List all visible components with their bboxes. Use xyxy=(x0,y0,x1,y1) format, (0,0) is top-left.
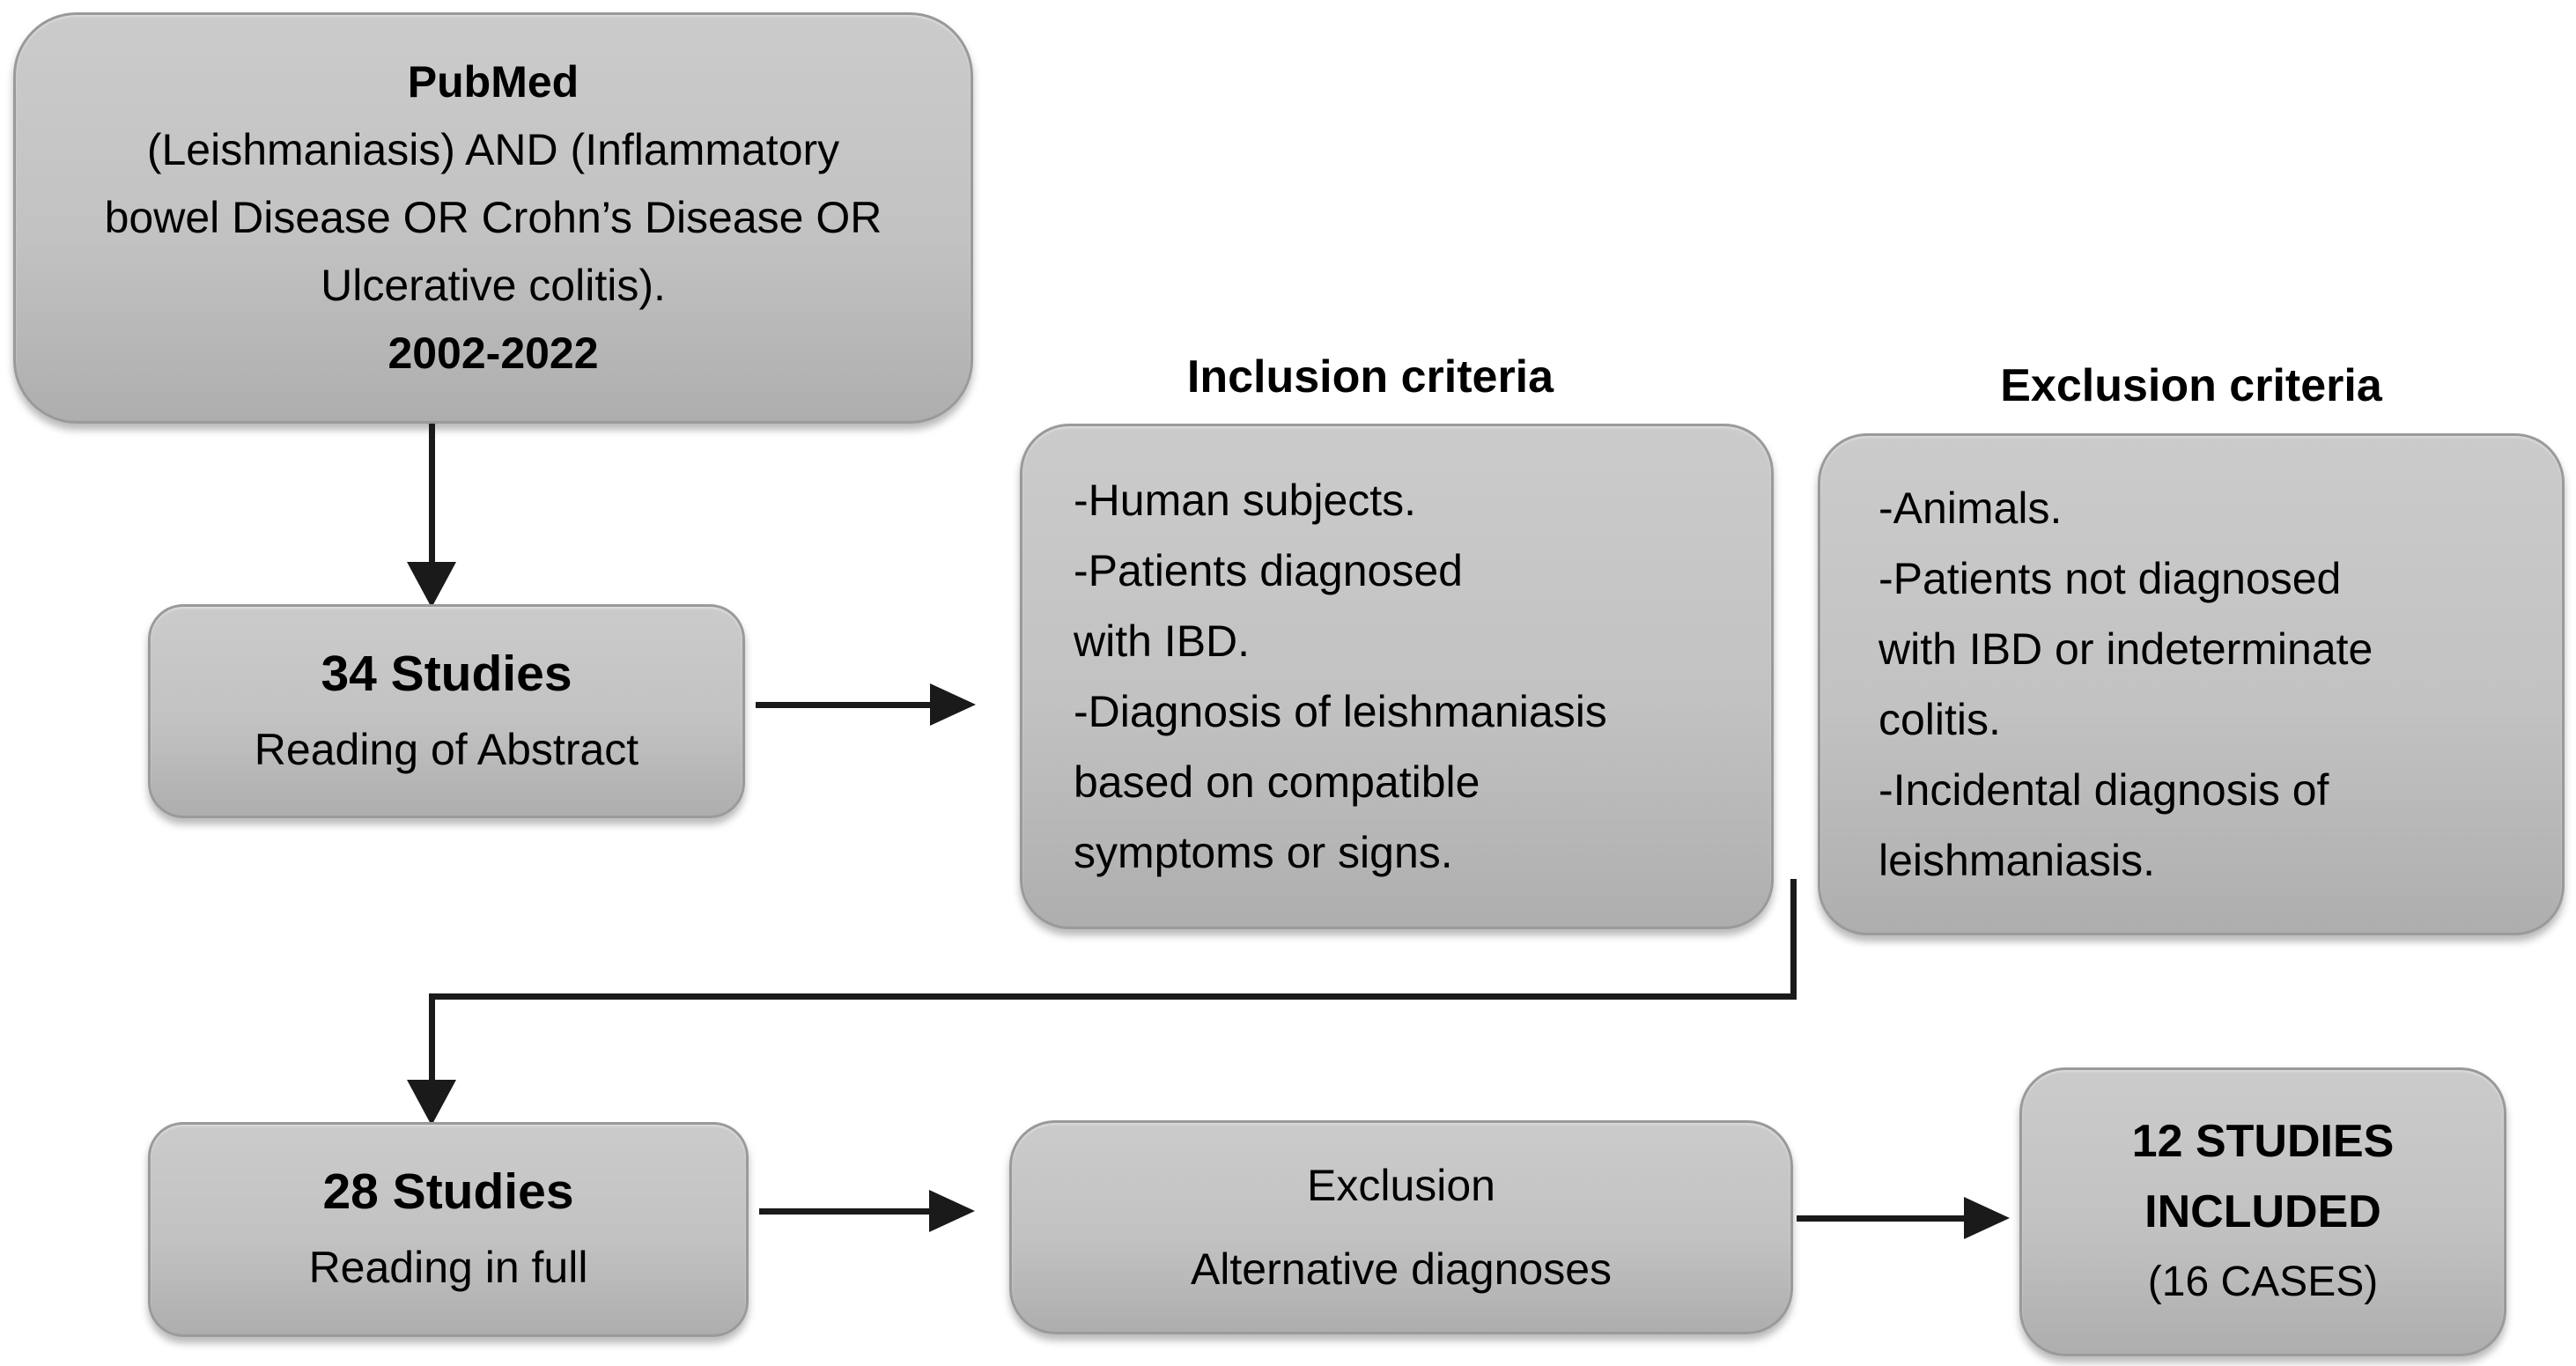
exclusion-item: -Incidental diagnosis of xyxy=(1878,765,2329,815)
exclusion-item: colitis. xyxy=(1878,695,2001,744)
criteria-elbow-horizontal-segment xyxy=(429,993,1797,1000)
node-inclusion-criteria: -Human subjects. -Patients diagnosed wit… xyxy=(1020,424,1774,929)
28studies-to-exclusionstep-arrow-line xyxy=(759,1208,931,1215)
inclusion-item: -Patients diagnosed xyxy=(1074,546,1463,595)
exclusionstep-to-included-arrowhead xyxy=(1964,1197,2010,1239)
elbow-to-28studies-arrowhead xyxy=(407,1080,456,1126)
node-exclusion-criteria: -Animals. -Patients not diagnosed with I… xyxy=(1818,433,2565,935)
node-pubmed-query: PubMed (Leishmaniasis) AND (Inflammatory… xyxy=(13,12,973,424)
criteria-elbow-vertical-segment xyxy=(1790,879,1797,1000)
inclusion-criteria-heading: Inclusion criteria xyxy=(1186,351,1554,402)
exclusion-step-title: Exclusion xyxy=(1307,1160,1495,1210)
pubmed-title: PubMed xyxy=(407,57,579,107)
exclusion-item: -Animals. xyxy=(1878,484,2063,533)
elbow-to-28studies-arrow-line xyxy=(429,993,435,1083)
node-exclusion-alternative-diagnoses: Exclusion Alternative diagnoses xyxy=(1009,1120,1793,1334)
included-cases-count: (16 CASES) xyxy=(2147,1259,2379,1305)
node-12-studies-included: 12 STUDIES INCLUDED (16 CASES) xyxy=(2019,1067,2506,1356)
pubmed-query-line-2: bowel Disease OR Crohn’s Disease OR xyxy=(104,193,882,242)
inclusion-item: -Diagnosis of leishmaniasis xyxy=(1074,687,1607,736)
inclusion-item: symptoms or signs. xyxy=(1074,828,1453,877)
28-studies-count: 28 Studies xyxy=(322,1163,574,1220)
inclusion-item: -Human subjects. xyxy=(1074,476,1417,525)
pubmed-date-range: 2002-2022 xyxy=(388,329,599,378)
exclusion-item: with IBD or indeterminate xyxy=(1878,624,2373,674)
34studies-to-inclusion-arrowhead xyxy=(930,683,976,726)
exclusionstep-to-included-arrow-line xyxy=(1797,1215,1966,1222)
34-studies-stage: Reading of Abstract xyxy=(254,724,639,774)
28-studies-stage: Reading in full xyxy=(308,1243,588,1292)
exclusion-item: leishmaniasis. xyxy=(1878,836,2156,885)
included-label: INCLUDED xyxy=(2144,1186,2381,1237)
pubmed-to-34studies-arrow-line xyxy=(429,424,435,565)
node-34-studies: 34 Studies Reading of Abstract xyxy=(148,604,745,818)
exclusion-step-reason: Alternative diagnoses xyxy=(1190,1244,1613,1294)
34-studies-count: 34 Studies xyxy=(321,645,572,702)
pubmed-query-line-3: Ulcerative colitis). xyxy=(321,261,666,310)
34studies-to-inclusion-arrow-line xyxy=(756,702,932,708)
pubmed-to-34studies-arrowhead xyxy=(407,562,456,608)
inclusion-item: with IBD. xyxy=(1074,617,1251,666)
exclusion-item: -Patients not diagnosed xyxy=(1878,554,2342,603)
node-28-studies: 28 Studies Reading in full xyxy=(148,1122,749,1337)
pubmed-query-line-1: (Leishmaniasis) AND (Inflammatory xyxy=(146,125,840,174)
28studies-to-exclusionstep-arrowhead xyxy=(929,1190,975,1232)
included-studies-count: 12 STUDIES xyxy=(2131,1116,2395,1167)
exclusion-criteria-heading: Exclusion criteria xyxy=(2000,360,2382,411)
inclusion-item: based on compatible xyxy=(1074,757,1480,807)
